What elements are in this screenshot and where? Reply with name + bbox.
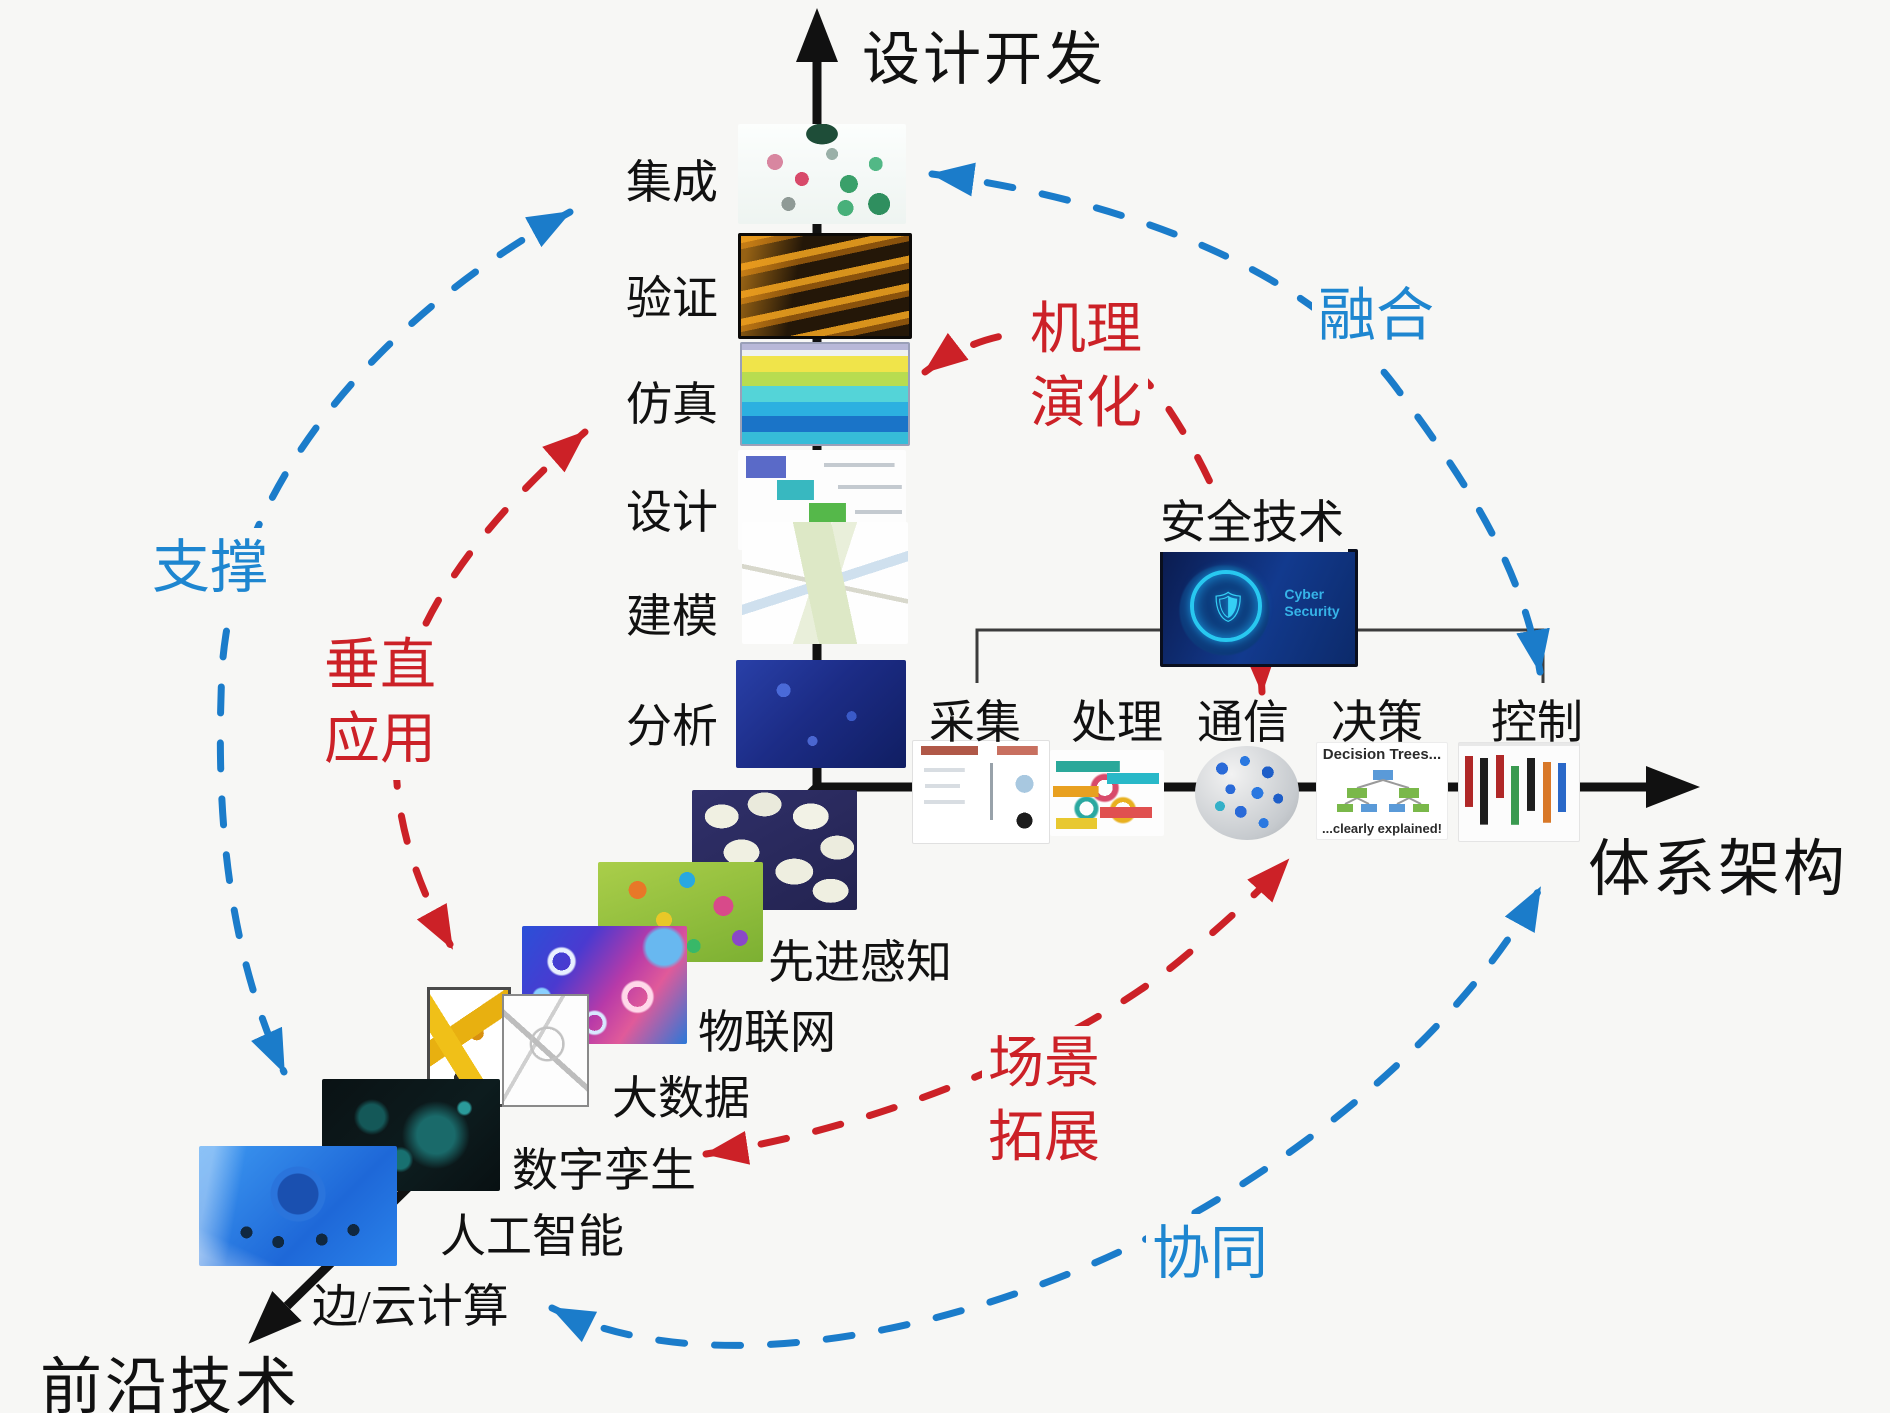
fusion-arc — [928, 162, 1550, 676]
support-arc — [216, 208, 574, 1076]
architecture-chain-label-control: 控制 — [1491, 697, 1583, 748]
edge-cloud-thumbnail — [199, 1146, 397, 1266]
architecture-chain-label-collection: 采集 — [929, 697, 1021, 748]
frontier-label-digital-twin: 数字孪生 — [512, 1145, 696, 1196]
frontier-tech-axis-title: 前沿技术 — [40, 1354, 301, 1413]
vertical-application-label: 垂直 应用 — [318, 628, 442, 780]
robot-arm-sketch-panel — [501, 994, 589, 1107]
processing-thumbnail — [1050, 750, 1164, 836]
modeling-thumbnail — [742, 522, 908, 644]
frontier-label-ai: 人工智能 — [440, 1211, 624, 1262]
decision-thumb-title: Decision Trees... — [1322, 746, 1442, 763]
network-globe-graphic — [1195, 745, 1299, 841]
cyber-security-thumbnail: 🛡 Cyber Security — [1160, 549, 1358, 667]
frontier-label-advanced-sensing: 先进感知 — [768, 937, 952, 988]
design-chain-label-simulation: 仿真 — [626, 379, 718, 430]
decision-thumb-caption: ...clearly explained! — [1322, 821, 1442, 836]
frontier-label-edge-cloud: 边/云计算 — [312, 1281, 509, 1332]
architecture-chain-label-decision: 决策 — [1331, 697, 1423, 748]
scenario-expansion-arc — [702, 856, 1292, 1165]
synergy-arc-label: 协同 — [1146, 1214, 1275, 1295]
verification-thumbnail — [738, 233, 912, 339]
cyber-security-caption: Cyber Security — [1284, 585, 1340, 620]
collection-thumbnail — [912, 740, 1050, 844]
support-arc-label: 支撑 — [146, 528, 275, 609]
vertical-application-arc — [392, 428, 589, 952]
shield-icon: 🛡 — [1209, 590, 1248, 626]
fusion-arc-label: 融合 — [1312, 276, 1441, 357]
design-chain-label-analysis: 分析 — [626, 701, 718, 752]
design-dev-axis-title: 设计开发 — [862, 27, 1107, 92]
decision-tree-graphic — [1337, 770, 1429, 812]
decision-thumbnail: Decision Trees... ...clearly explained! — [1316, 742, 1448, 840]
design-chain-label-modeling: 建模 — [626, 591, 718, 642]
security-tech-label: 安全技术 — [1156, 486, 1348, 552]
architecture-chain-label-processing: 处理 — [1071, 697, 1163, 748]
frontier-label-big-data: 大数据 — [612, 1073, 750, 1124]
frontier-label-iot: 物联网 — [698, 1007, 836, 1058]
design-chain-label-verification: 验证 — [626, 273, 718, 324]
design-chain-label-integration: 集成 — [626, 157, 718, 208]
architecture-chain-label-communication: 通信 — [1197, 697, 1289, 748]
simulation-thumbnail — [740, 342, 910, 446]
design-chain-label-design: 设计 — [626, 487, 718, 538]
integration-thumbnail — [738, 124, 906, 224]
architecture-axis-title: 体系架构 — [1588, 836, 1849, 904]
control-thumbnail — [1458, 742, 1580, 842]
analysis-thumbnail — [736, 660, 906, 768]
scenario-expansion-label: 场景 拓展 — [982, 1026, 1106, 1178]
mechanism-evolution-label: 机理 演化 — [1024, 292, 1148, 444]
mechanism-evolution-arc — [921, 329, 1278, 696]
communication-thumbnail — [1188, 744, 1306, 842]
